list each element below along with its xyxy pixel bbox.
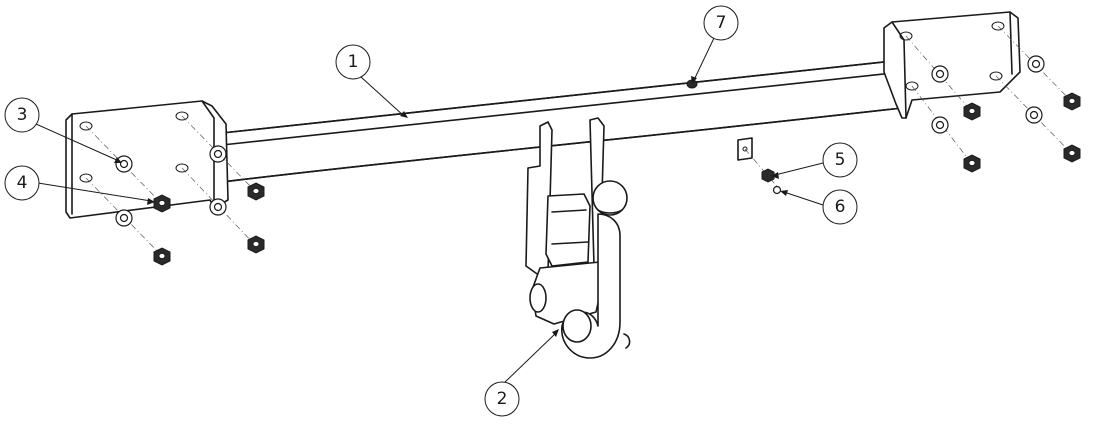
nut (153, 247, 171, 266)
right-nuts (963, 92, 1081, 173)
washer (209, 198, 227, 216)
nut (761, 168, 775, 183)
hitch-post (525, 117, 631, 359)
callout-label: 5 (835, 150, 846, 170)
callout-label: 6 (835, 197, 846, 217)
callout-label: 2 (497, 389, 508, 409)
screw (772, 185, 782, 195)
washer (209, 145, 227, 163)
crossbar (221, 59, 903, 183)
callout-label: 7 (716, 13, 727, 33)
callout-7: 7 (703, 5, 739, 41)
left-nuts (153, 182, 265, 266)
nut (1063, 92, 1081, 111)
nut (963, 102, 981, 121)
left-bracket (65, 100, 229, 219)
washer (931, 116, 949, 134)
nut (153, 194, 171, 213)
nut (247, 182, 265, 201)
washer (115, 155, 133, 173)
washer (931, 65, 949, 83)
callout-label: 1 (348, 52, 359, 72)
callout-1: 1 (335, 44, 371, 80)
callout-label: 3 (17, 105, 28, 125)
callout-label: 4 (17, 173, 28, 193)
washer (1025, 106, 1043, 124)
right-washers (931, 55, 1045, 134)
nut (247, 235, 265, 254)
callout-3: 3 (4, 97, 40, 133)
leader-lines (35, 37, 824, 385)
callout-5: 5 (822, 142, 858, 178)
right-bracket (883, 11, 1021, 119)
washer (115, 209, 133, 227)
callout-4: 4 (4, 165, 40, 201)
callout-6: 6 (822, 189, 858, 225)
callout-2: 2 (484, 381, 520, 417)
nut (1063, 144, 1081, 163)
socket-tab (737, 137, 782, 195)
nut (963, 154, 981, 173)
left-washers (115, 145, 227, 227)
washer (1027, 55, 1045, 73)
